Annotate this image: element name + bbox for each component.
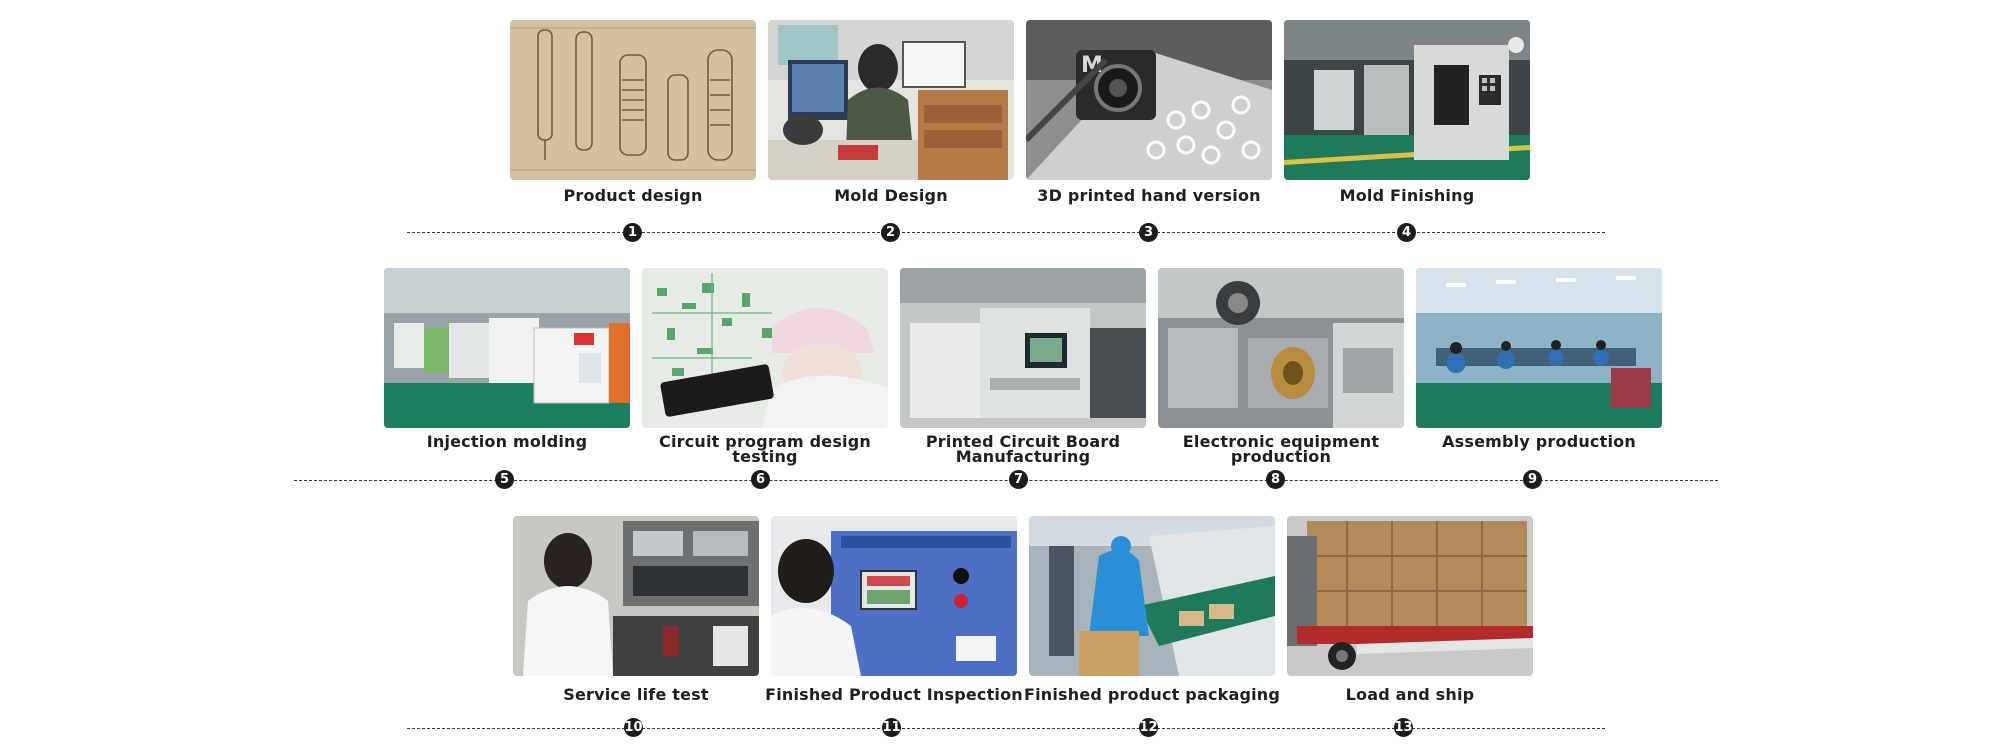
step-image-3d-printed-hand-version: M	[1026, 20, 1272, 180]
step-label: Service life test	[563, 685, 709, 704]
step-label: Finished product packaging	[1023, 685, 1281, 704]
step-label: Mold Finishing	[1339, 186, 1475, 205]
timeline-rule	[407, 728, 1605, 729]
step-image-mold-design	[768, 20, 1014, 180]
step-label: Printed Circuit Board Manufacturing	[925, 432, 1121, 466]
step-number-badge: 11	[882, 718, 901, 737]
step-number-badge: 1	[623, 223, 642, 242]
step-number-badge: 5	[495, 470, 514, 489]
step-number-badge: 13	[1394, 718, 1413, 737]
step-number-badge: 9	[1523, 470, 1542, 489]
step-number-badge: 7	[1009, 470, 1028, 489]
step-image-finished-product-inspection	[771, 516, 1017, 676]
step-image-assembly-production	[1416, 268, 1662, 428]
step-image-product-design	[510, 20, 756, 180]
step-number-badge: 2	[881, 223, 900, 242]
step-image-injection-molding	[384, 268, 630, 428]
step-image-finished-product-packaging	[1029, 516, 1275, 676]
step-label: Electronic equipment production	[1182, 432, 1380, 466]
step-image-mold-finishing	[1284, 20, 1530, 180]
step-image-load-and-ship	[1287, 516, 1533, 676]
step-image-circuit-program-design-testing	[642, 268, 888, 428]
step-number-badge: 6	[751, 470, 770, 489]
step-image-printed-circuit-board-manufacturing	[900, 268, 1146, 428]
step-label: Injection molding	[426, 432, 588, 451]
step-label: Product design	[563, 186, 703, 205]
step-label: 3D printed hand version	[1037, 186, 1261, 205]
step-label: Load and ship	[1345, 685, 1475, 704]
step-label: Assembly production	[1442, 432, 1636, 451]
timeline-rule	[407, 232, 1605, 233]
step-image-service-life-test	[513, 516, 759, 676]
step-number-badge: 3	[1139, 223, 1158, 242]
step-number-badge: 8	[1266, 470, 1285, 489]
step-image-electronic-equipment-production	[1158, 268, 1404, 428]
step-number-badge: 12	[1139, 718, 1158, 737]
timeline-rule	[294, 480, 1718, 481]
step-label: Finished Product Inspection	[765, 685, 1023, 704]
step-label: Mold Design	[834, 186, 948, 205]
step-number-badge: 4	[1397, 223, 1416, 242]
step-label: Circuit program design testing	[659, 432, 871, 466]
step-number-badge: 10	[624, 718, 643, 737]
